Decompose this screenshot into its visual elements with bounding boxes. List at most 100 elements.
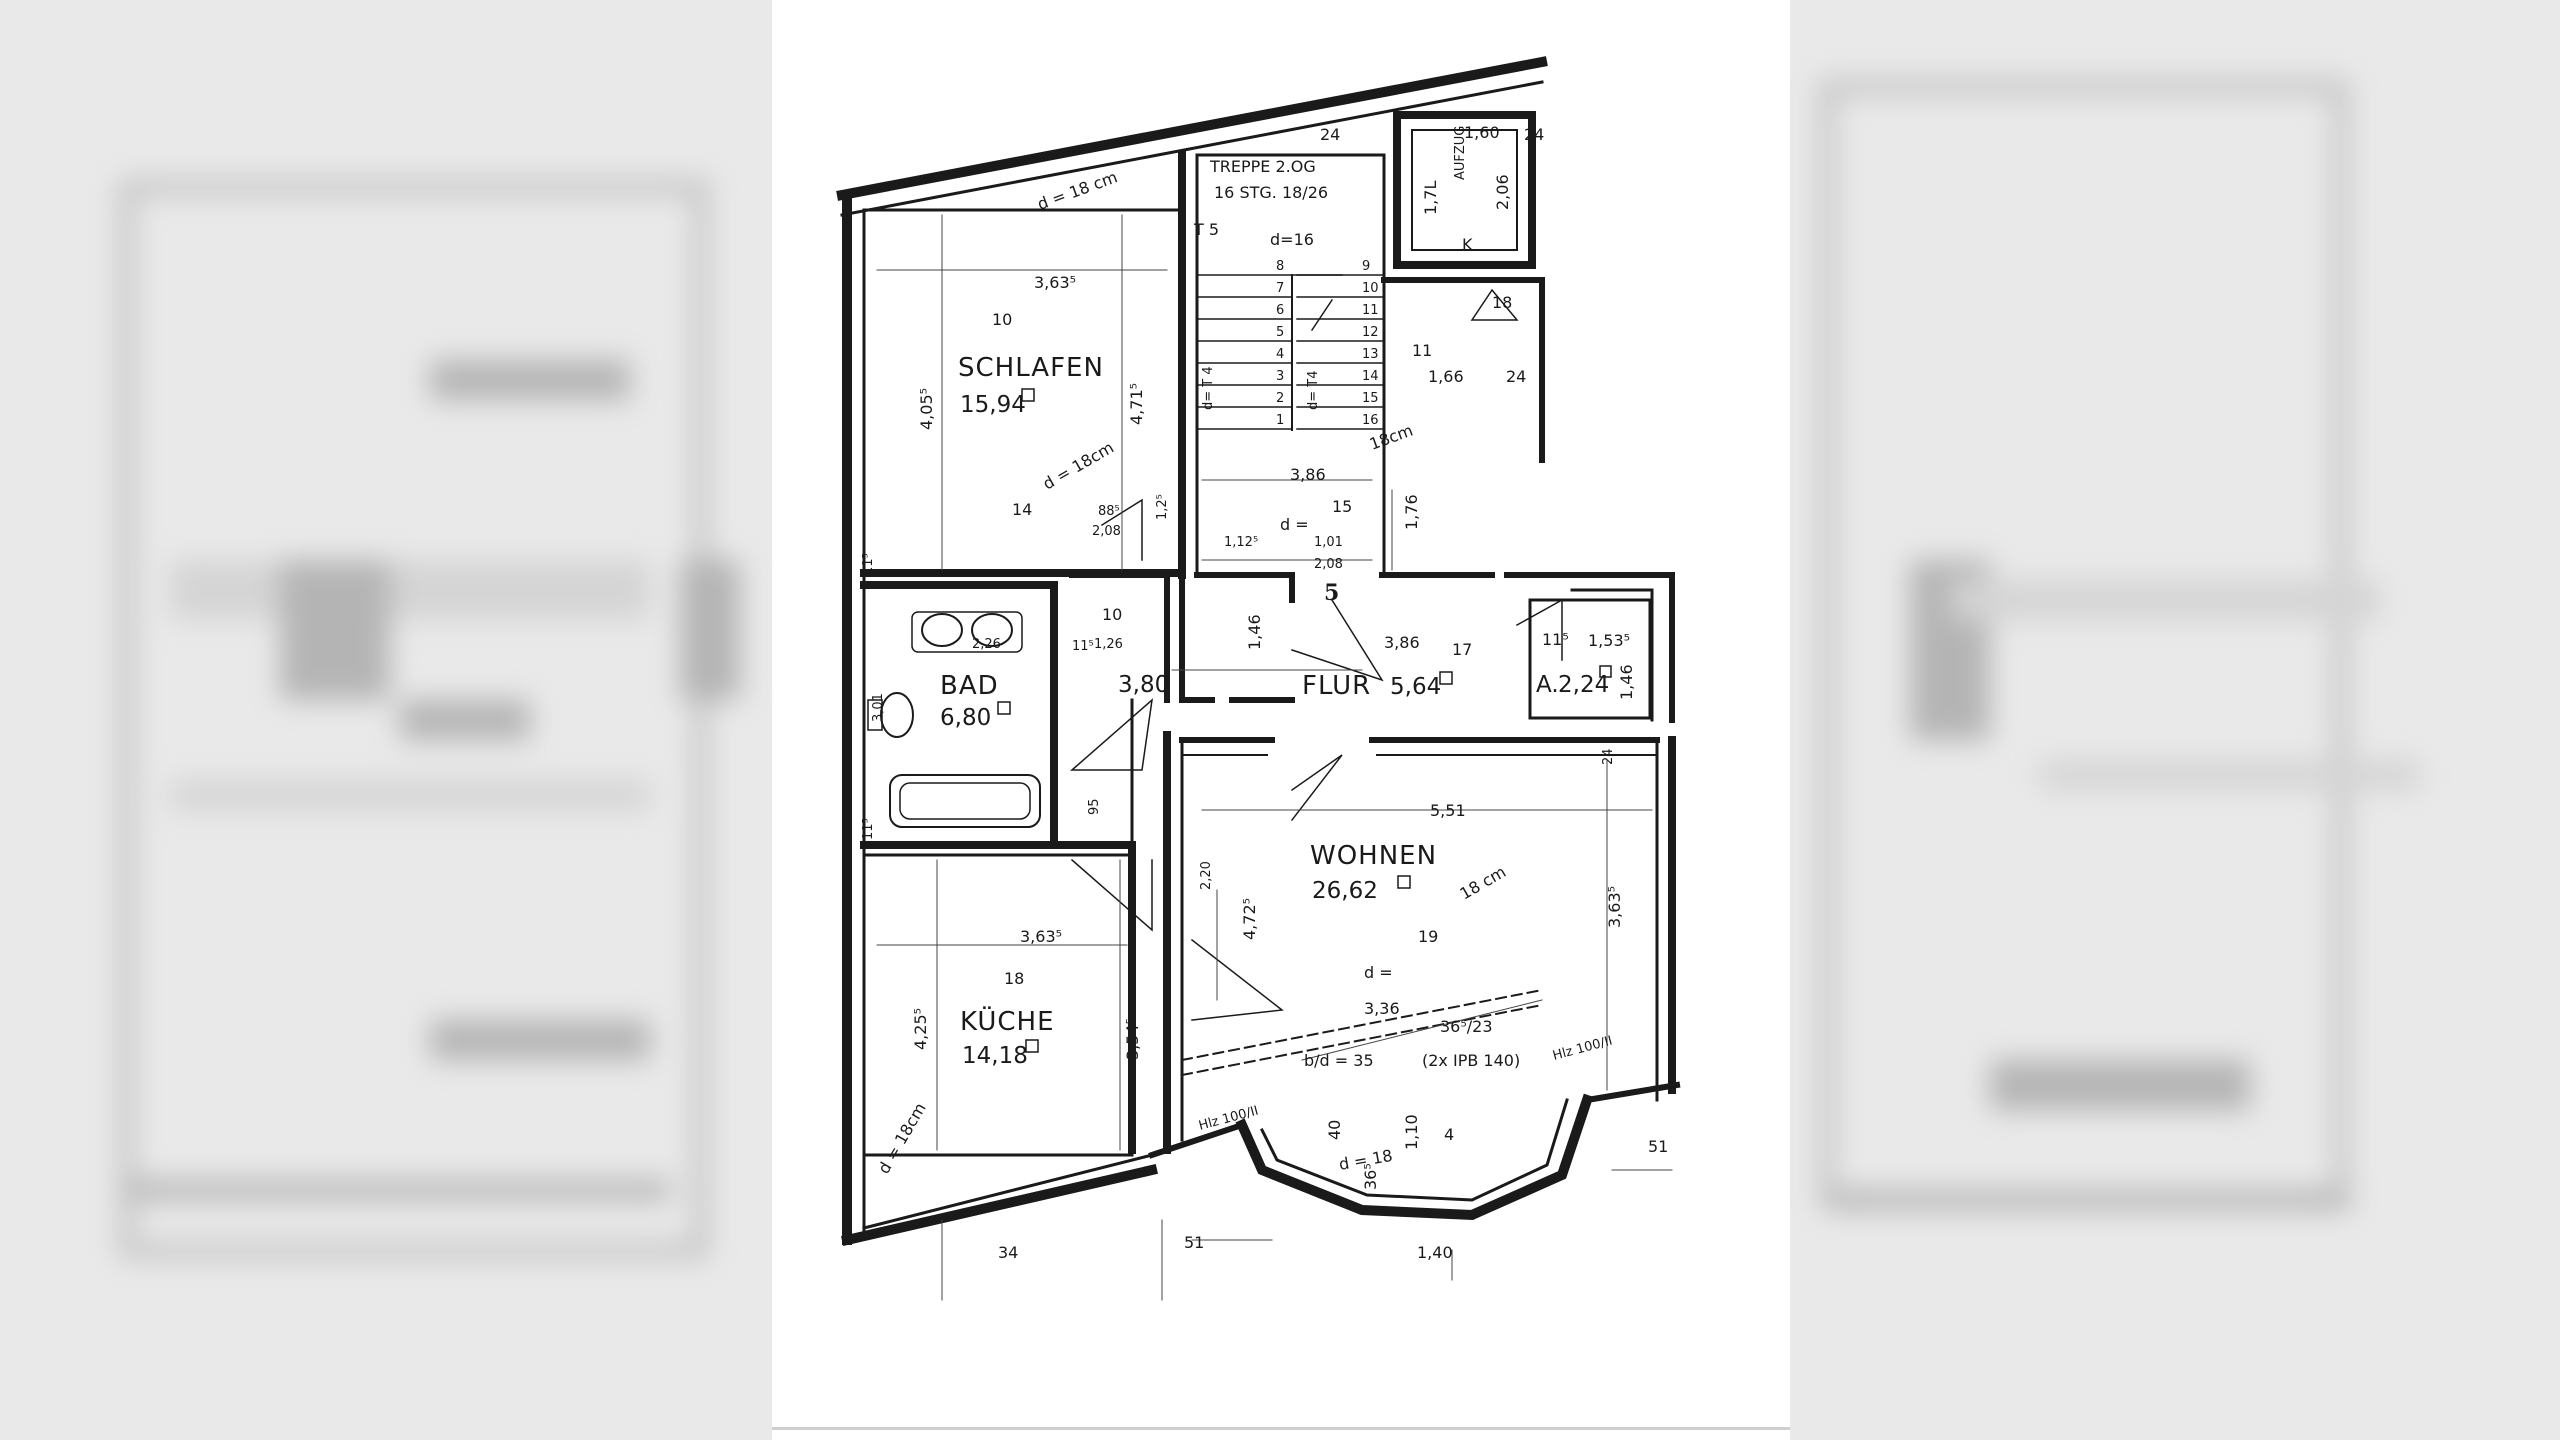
dim-label: 5,51 <box>1430 801 1466 820</box>
dim-label: 1,40 <box>1417 1243 1453 1262</box>
dim-label: 2,08 <box>1314 557 1343 572</box>
dim-label: 1,12⁵ <box>1224 535 1258 550</box>
dim-label: 18 <box>1492 293 1512 312</box>
dim-label: 4,25⁵ <box>911 1008 930 1050</box>
dim-label: 3,63⁵ <box>1605 886 1624 928</box>
dim-label: 3,36 <box>1364 999 1400 1018</box>
dim-label: 4 <box>1444 1125 1454 1144</box>
room-area-kueche: 14,18 <box>962 1043 1028 1069</box>
dim-label: d=16 <box>1270 230 1314 249</box>
dim-label: Hlz 100/II <box>1551 1034 1614 1064</box>
blurred-right-panel <box>1790 0 2560 1440</box>
dim-label: 2,20 <box>1199 861 1214 890</box>
elevator-k: K <box>1462 235 1473 254</box>
dim-label: 88⁵ <box>1098 504 1120 519</box>
dim-label: 3,54⁵ <box>1123 1018 1142 1060</box>
room-name-abstell: A. <box>1536 672 1559 698</box>
dim-label: 3,86 <box>1384 633 1420 652</box>
dim-label: 4,71⁵ <box>1127 383 1146 425</box>
dim-label: 24 <box>1524 125 1544 144</box>
room-area-bad: 6,80 <box>940 705 991 731</box>
dim-label: 18 cm <box>1457 862 1510 903</box>
room-abstell: A. 2,24 <box>1536 665 1612 698</box>
dim-label: 34 <box>998 1243 1018 1262</box>
dim-label: 1,46 <box>1245 614 1264 650</box>
dim-label: d= T 4 <box>1201 366 1216 410</box>
dim-label: 1,46 <box>1617 664 1636 700</box>
stair-step-number: 11 <box>1362 303 1379 318</box>
stair-step-number: 7 <box>1276 281 1284 296</box>
stair-label: TREPPE 2.OG 16 STG. 18/26 <box>1209 157 1328 202</box>
room-area-wohnen: 26,62 <box>1312 878 1378 904</box>
room-name-wohnen: WOHNEN <box>1310 841 1437 871</box>
dim-label: 1,26 <box>1094 637 1123 652</box>
stair-step-number: 6 <box>1276 303 1284 318</box>
dim-label: 10 <box>992 310 1012 329</box>
dim-label: 19 <box>1418 927 1438 946</box>
room-area-flur: 5,64 <box>1390 674 1441 700</box>
dim-label: 51 <box>1648 1137 1668 1156</box>
dim-label: 40 <box>1325 1120 1344 1140</box>
dim-label: d = 18cm <box>874 1100 930 1177</box>
room-name-kueche: KÜCHE <box>960 1005 1055 1037</box>
elevator-height: 2,06 <box>1493 174 1512 210</box>
room-area-schlafen: 15,94 <box>960 392 1026 418</box>
beam-line-2: 36⁵/23 <box>1440 1017 1493 1036</box>
elevator-width: 1,60 <box>1464 123 1500 142</box>
stair-step-number: 4 <box>1276 347 1284 362</box>
blurred-left-panel <box>0 0 772 1440</box>
image-bottom-edge <box>772 1427 1790 1430</box>
dim-label: 15 <box>1332 497 1352 516</box>
stair-step-number: 12 <box>1362 325 1379 340</box>
dim-label: 4,05⁵ <box>917 388 936 430</box>
beam-line-3: (2x IPB 140) <box>1422 1051 1520 1070</box>
stair-step-number: 2 <box>1276 391 1284 406</box>
dim-label: 11⁵ <box>1542 630 1569 649</box>
dim-label: 18 <box>1004 969 1024 988</box>
beam-line-1: b/d = 35 <box>1304 1051 1374 1070</box>
dim-label: 3,01 <box>871 693 886 722</box>
floor-plan-image: SCHLAFEN 15,94 BAD 6,80 KÜCHE 14,18 WOHN… <box>772 0 1790 1440</box>
stair-step-number: 16 <box>1362 413 1379 428</box>
stair-step-number: 3 <box>1276 369 1284 384</box>
dim-label: 2,26 <box>972 637 1001 652</box>
dim-label: 95 <box>1087 798 1102 815</box>
room-flur: FLUR 5,64 <box>1302 671 1453 701</box>
dim-label: 17 <box>1452 640 1472 659</box>
room-bad: BAD 6,80 <box>940 671 1011 731</box>
stair-step-number: 15 <box>1362 391 1379 406</box>
dim-label: 1,53⁵ <box>1588 631 1630 650</box>
room-area-abstell: 2,24 <box>1558 672 1609 698</box>
stair-step-number: 1 <box>1276 413 1284 428</box>
dim-label: 3,86 <box>1290 465 1326 484</box>
dim-label: 11⁵ <box>1072 639 1094 654</box>
stair-step-number: 8 <box>1276 259 1284 274</box>
dim-label: 2,08 <box>1092 524 1121 539</box>
dim-label: d = <box>1280 515 1309 534</box>
floor-plan-drawing: SCHLAFEN 15,94 BAD 6,80 KÜCHE 14,18 WOHN… <box>836 56 1681 1301</box>
dim-label: d = <box>1364 963 1393 982</box>
stair-line-1: TREPPE 2.OG <box>1209 157 1316 176</box>
dim-label: 51 <box>1184 1233 1204 1252</box>
room-name-flur: FLUR <box>1302 671 1371 701</box>
dim-label: 10 <box>1102 605 1122 624</box>
dim-label: 24 <box>1506 367 1526 386</box>
stair-step-number: 10 <box>1362 281 1379 296</box>
elevator-label: AUFZUG <box>1453 126 1468 180</box>
stair-step-number: 14 <box>1362 369 1379 384</box>
dim-label: 3,63⁵ <box>1020 927 1062 946</box>
dim-label: 3,63⁵ <box>1034 273 1076 292</box>
dim-label: 36⁵ <box>1361 1163 1380 1190</box>
room-name-schlafen: SCHLAFEN <box>958 353 1104 383</box>
dim-label: T 5 <box>1193 220 1219 239</box>
dim-label: 11⁵ <box>861 553 876 575</box>
dim-label: 1,2⁵ <box>1155 494 1170 520</box>
beam-annotation: b/d = 35 36⁵/23 (2x IPB 140) <box>1304 1017 1520 1070</box>
stair-line-2: 16 STG. 18/26 <box>1214 183 1328 202</box>
dim-label: 14 <box>1012 500 1032 519</box>
dim-label: 24 <box>1320 125 1340 144</box>
dim-label: 1,66 <box>1428 367 1464 386</box>
room-name-bad: BAD <box>940 671 999 701</box>
room-schlafen: SCHLAFEN 15,94 <box>958 353 1104 418</box>
